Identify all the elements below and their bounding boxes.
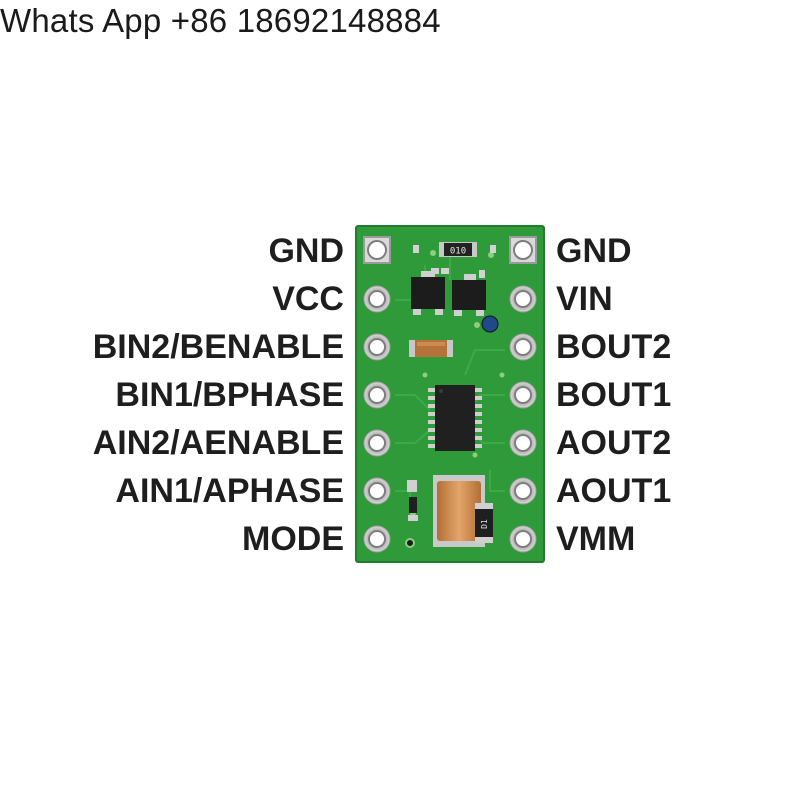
- small-capacitor: [409, 340, 453, 357]
- pin-label-right-aout1: AOUT1: [556, 472, 672, 510]
- resistor-marking: 010: [450, 247, 466, 257]
- pin-label-left-ain1: AIN1/APHASE: [115, 472, 344, 510]
- pin-label-right-vmm: VMM: [556, 520, 636, 558]
- mosfet-left: [411, 271, 445, 315]
- small-components-left: [407, 480, 418, 521]
- pin-label-right-gnd: GND: [556, 232, 632, 270]
- driver-ic: [428, 385, 482, 451]
- pin-label-left-mode: MODE: [242, 520, 344, 558]
- round-component: [481, 315, 499, 333]
- small-component-marking: D1: [480, 519, 489, 529]
- whatsapp-contact-text: Whats App +86 18692148884: [0, 2, 441, 39]
- pin-label-left-vcc: VCC: [272, 280, 344, 318]
- pcb-edge-shade: [355, 225, 545, 563]
- right-pin-pads: [509, 236, 537, 553]
- pin-label-left-gnd: GND: [268, 232, 344, 270]
- pin-label-right-bout1: BOUT1: [556, 376, 672, 414]
- pin-label-right-vin: VIN: [556, 280, 613, 318]
- mosfet-right: [452, 274, 486, 316]
- pin-label-left-bin2: BIN2/BENABLE: [92, 328, 344, 366]
- driver-board-illustration: 010: [355, 225, 545, 563]
- mode-via: [405, 538, 415, 548]
- driver-board: 010: [355, 225, 545, 563]
- pin-label-left-bin1: BIN1/BPHASE: [115, 376, 344, 414]
- pin-label-right-bout2: BOUT2: [556, 328, 672, 366]
- pin-label-left-ain2: AIN2/AENABLE: [92, 424, 344, 462]
- top-resistor: 010: [439, 242, 477, 257]
- left-pin-pads: [363, 236, 391, 553]
- pin-label-right-aout2: AOUT2: [556, 424, 672, 462]
- bottom-right-resistor: D1: [475, 503, 493, 543]
